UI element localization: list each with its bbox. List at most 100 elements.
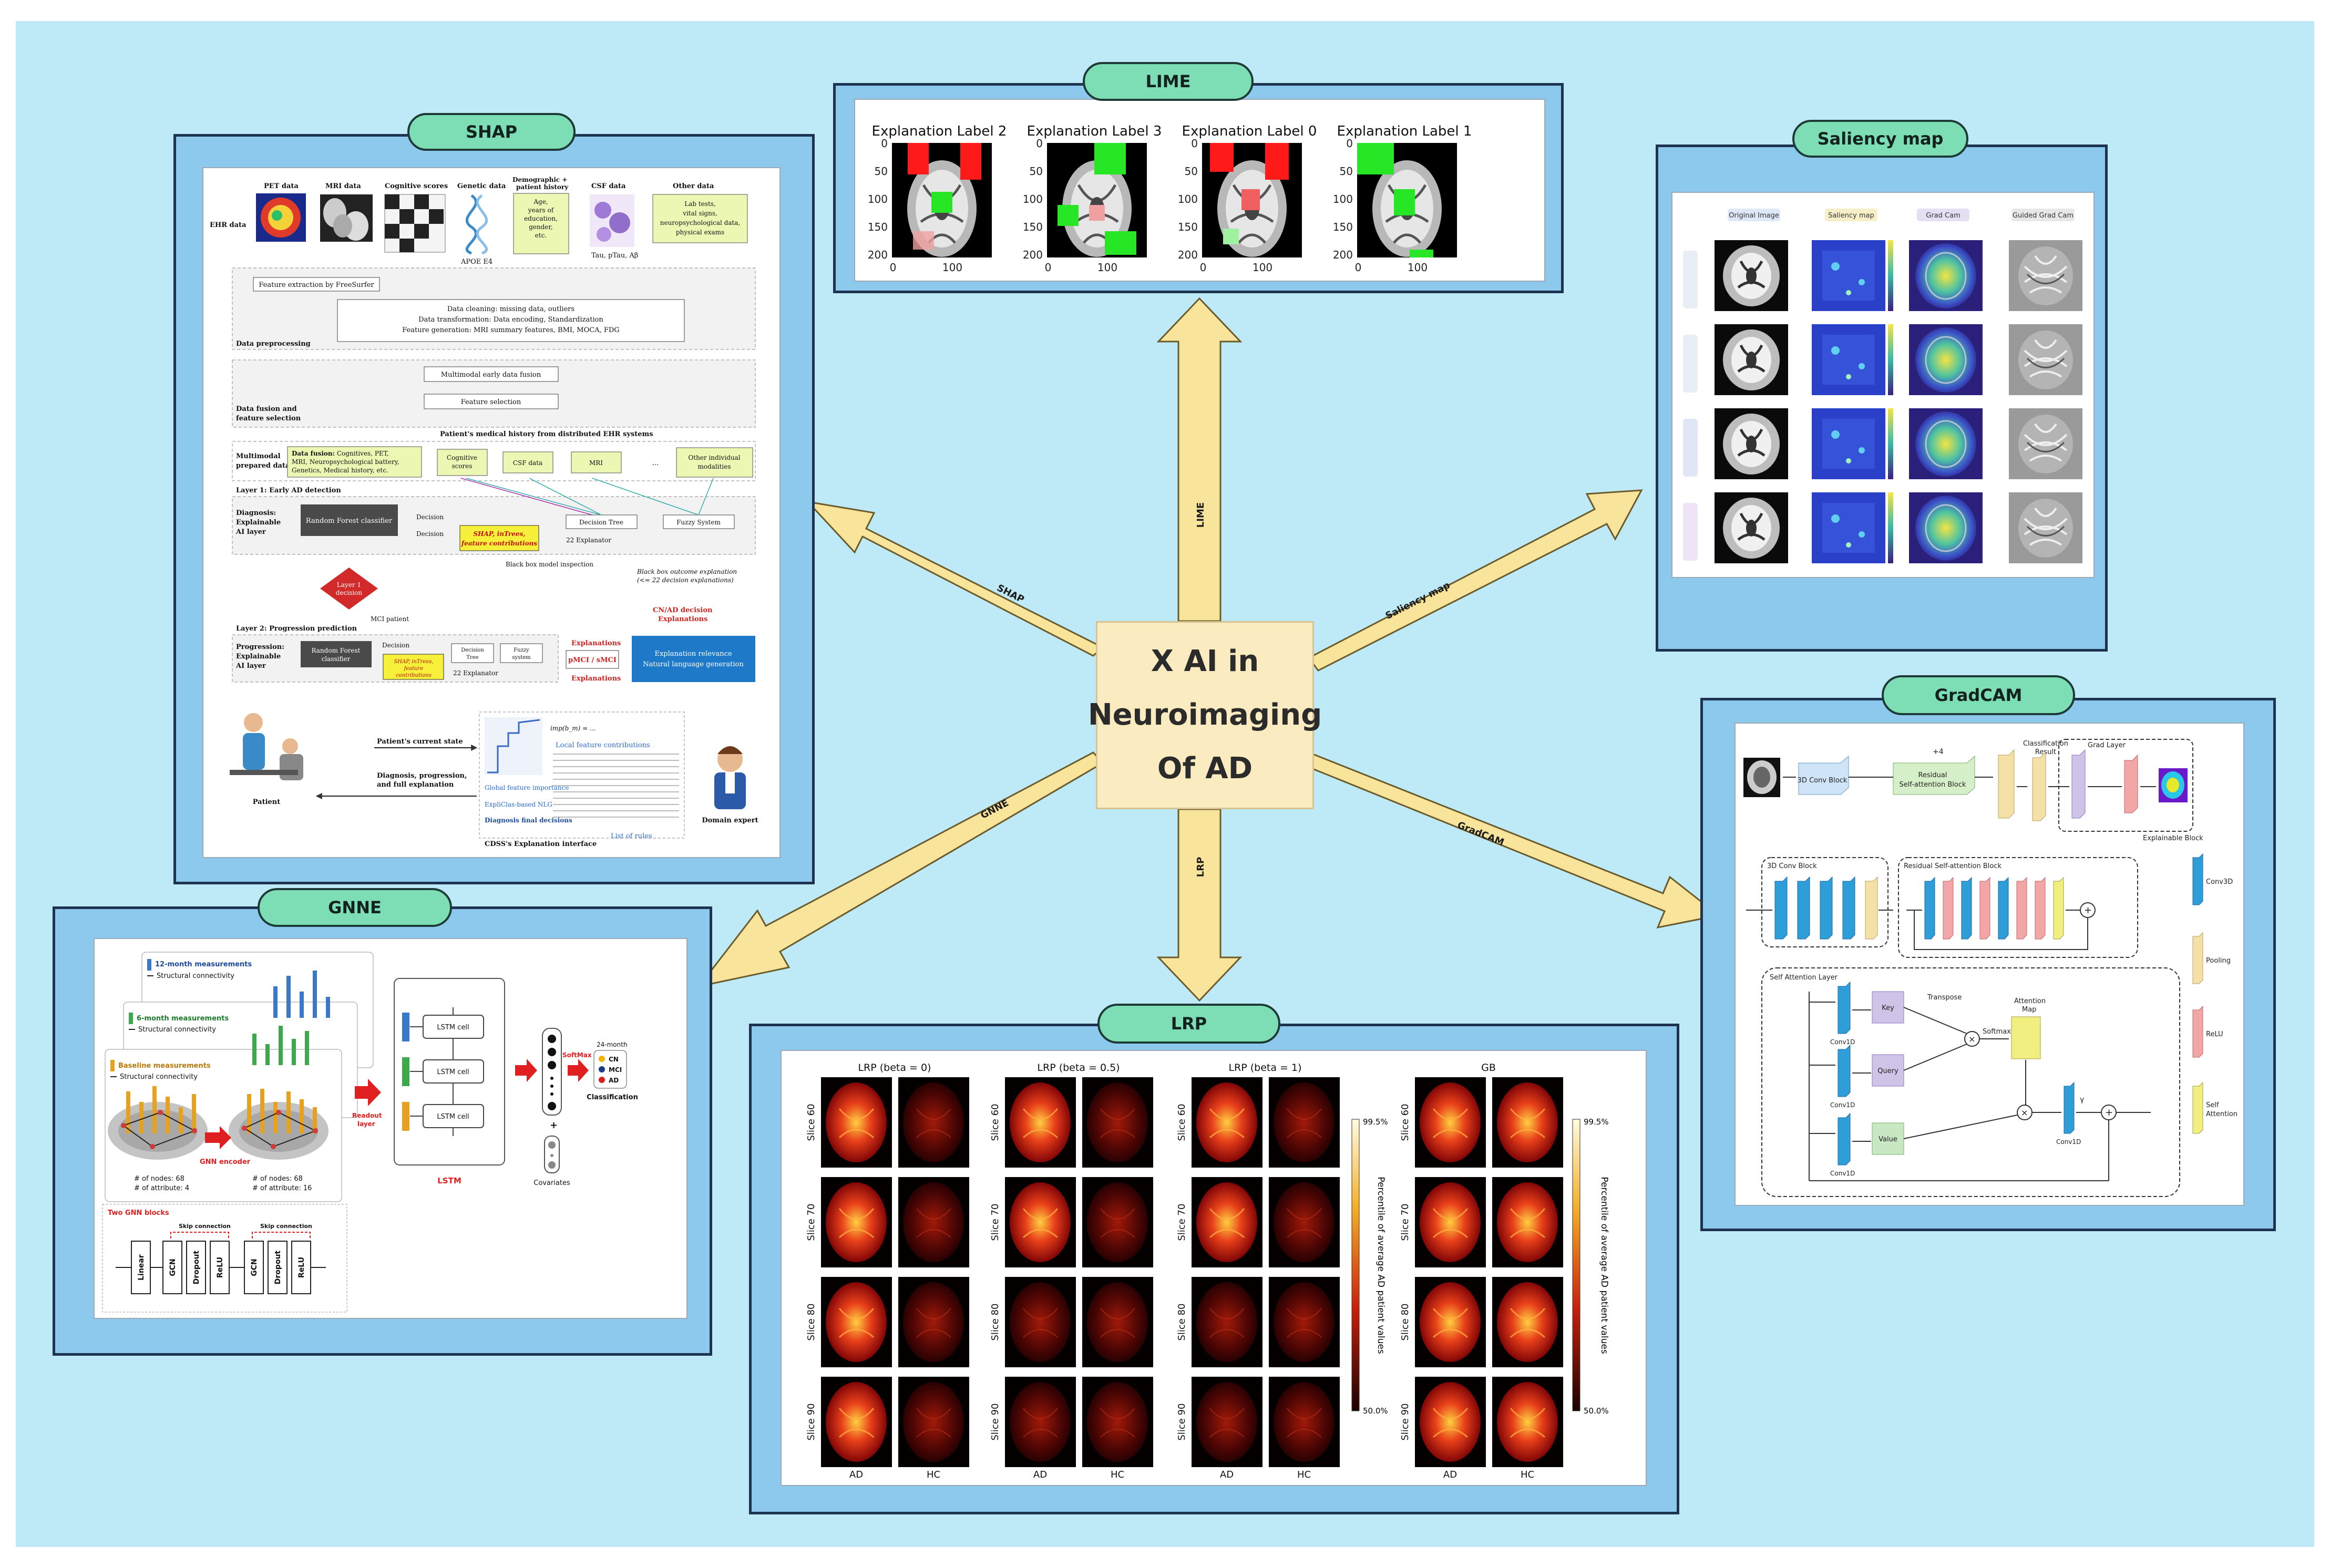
shap-final-decisions: Diagnosis final decisions xyxy=(485,817,572,824)
gradcam-conv1d-3: Conv1D xyxy=(1830,1170,1855,1177)
lime-ytick: 0 xyxy=(1036,137,1043,150)
lime-plots-svg: Explanation Label 2 Explanation Label 3 … xyxy=(868,123,1472,274)
lrp-slice-label: Slice 60 xyxy=(806,1103,817,1141)
gnne-nodes-1: # of nodes: 68 xyxy=(134,1175,184,1183)
lrp-cbar-top: 99.5% xyxy=(1584,1117,1609,1127)
shap-feature-extraction: Feature extraction by FreeSurfer xyxy=(259,281,374,289)
lime-plot-1-title: Explanation Label 2 xyxy=(872,123,1007,139)
arrow-lime xyxy=(1156,297,1243,622)
svg-text:Attention: Attention xyxy=(2014,997,2046,1005)
lime-ytick: 50 xyxy=(1340,165,1353,178)
svg-text:CN/AD decision: CN/AD decision xyxy=(653,606,713,614)
shap-source-csf: CSF data Tau, pTau, Aβ xyxy=(590,182,638,260)
svg-text:vital signs,: vital signs, xyxy=(682,210,717,217)
gradcam-attn-title: Self Attention Layer xyxy=(1770,974,1838,982)
arrow-saliency xyxy=(1307,489,1643,672)
lrp-slice-label: Slice 80 xyxy=(806,1303,817,1340)
arrow-shap xyxy=(805,500,1104,657)
svg-text:+: + xyxy=(2084,905,2092,916)
gradcam-legend-relu: ReLU xyxy=(2206,1030,2223,1038)
svg-text:Other data: Other data xyxy=(673,182,714,190)
arrow-gradcam xyxy=(1302,751,1721,929)
lime-plot-2-title: Explanation Label 3 xyxy=(1027,123,1162,139)
gnne-class-ad: AD xyxy=(609,1077,619,1084)
svg-text:Decision: Decision xyxy=(461,647,484,653)
gnne-legend-connectivity-2: Structural connectivity xyxy=(138,1026,216,1034)
lime-plot-3: Explanation Label 0 xyxy=(1182,123,1317,257)
lime-ytick: 0 xyxy=(1191,137,1198,150)
shap-prep-line-1: Data cleaning: missing data, outliers xyxy=(447,305,574,313)
svg-text:Data fusion and: Data fusion and xyxy=(236,405,297,413)
lrp-cbar-top: 99.5% xyxy=(1363,1117,1388,1127)
lrp-slice-label: Slice 60 xyxy=(990,1103,1001,1141)
svg-text:Tree: Tree xyxy=(466,655,478,661)
shap-black-box-inspection: Black box model inspection xyxy=(506,561,593,568)
lime-ytick: 50 xyxy=(1030,165,1043,178)
svg-text:physical exams: physical exams xyxy=(676,229,724,236)
gnne-class-cn: CN xyxy=(609,1056,619,1063)
lrp-cbar-label: Percentile of average AD patient values xyxy=(1599,1177,1609,1354)
svg-text:AI layer: AI layer xyxy=(235,662,266,670)
gnne-classification: Classification xyxy=(587,1094,638,1101)
svg-text:SHAP, inTrees,: SHAP, inTrees, xyxy=(473,530,525,538)
gradcam-architecture-svg: 3D Conv Block +4 Residual Self-attention… xyxy=(1743,739,2237,1197)
svg-text:Explanations: Explanations xyxy=(571,675,621,683)
svg-text:Self-attention Block: Self-attention Block xyxy=(1899,781,1966,789)
lime-xtick: 0 xyxy=(890,261,897,274)
lrp-col-label: HC xyxy=(927,1469,940,1480)
shap-ehr-label: EHR data xyxy=(210,221,247,229)
svg-text:+: + xyxy=(550,1120,558,1131)
shap-rules: List of rules xyxy=(611,832,652,840)
gradcam-conv1d-2: Conv1D xyxy=(1830,1101,1855,1109)
lrp-slice-label: Slice 70 xyxy=(990,1203,1001,1241)
lrp-slice-label: Slice 70 xyxy=(1176,1203,1187,1241)
svg-text:feature: feature xyxy=(404,666,424,672)
center-line-2: Neuroimaging xyxy=(1087,698,1322,732)
lrp-figure: LRP (beta = 0) LRP (beta = 0.5) LRP (bet… xyxy=(781,1050,1647,1486)
shap-rf-classifier: Random Forest classifier xyxy=(306,517,393,525)
gnne-covariates: Covariates xyxy=(533,1179,570,1187)
lrp-slice-label: Slice 60 xyxy=(1176,1103,1187,1141)
svg-text:Residual: Residual xyxy=(1918,771,1947,779)
svg-text:contributions: contributions xyxy=(396,673,432,678)
svg-text:Map: Map xyxy=(2022,1006,2036,1014)
gradcam-value: Value xyxy=(1879,1136,1897,1143)
svg-text:×: × xyxy=(2021,1108,2028,1118)
svg-text:Explanations: Explanations xyxy=(571,639,621,647)
lrp-group-4-title: GB xyxy=(1481,1062,1496,1074)
shap-title: SHAP xyxy=(407,113,576,151)
svg-text:Progression:: Progression: xyxy=(236,643,284,651)
gradcam-key: Key xyxy=(1882,1004,1894,1012)
svg-text:MRI data: MRI data xyxy=(325,182,361,190)
gradcam-grad-layer: Grad Layer xyxy=(2088,741,2126,749)
shap-local-features: Local feature contributions xyxy=(556,741,650,749)
svg-text:modalities: modalities xyxy=(697,463,731,470)
shap-fuzzy-system: Fuzzy System xyxy=(676,519,721,526)
svg-text:Diagnosis:: Diagnosis: xyxy=(236,509,276,517)
gnne-architecture-svg: 12-month measurements Structural connect… xyxy=(102,952,638,1313)
lime-ytick: 0 xyxy=(1346,137,1353,150)
shap-patient: Patient xyxy=(253,798,281,806)
gnne-encoder: GNN encoder xyxy=(200,1158,251,1166)
lrp-col-label: AD xyxy=(849,1469,863,1480)
gradcam-conv-block-title: 3D Conv Block xyxy=(1767,862,1817,870)
lrp-col-label: HC xyxy=(1297,1469,1311,1480)
lime-xtick: 0 xyxy=(1200,261,1207,274)
svg-text:SHAP, inTrees,: SHAP, inTrees, xyxy=(394,659,433,665)
gradcam-explainable-block: Explainable Block xyxy=(2143,834,2203,842)
gradcam-gamma: γ xyxy=(2080,1096,2084,1104)
gnne-legend-6month: 6-month measurements xyxy=(137,1015,229,1023)
svg-text:APOE E4: APOE E4 xyxy=(460,258,492,266)
svg-text:feature contributions: feature contributions xyxy=(461,540,537,547)
lrp-slice-label: Slice 90 xyxy=(806,1403,817,1440)
shap-source-demographic: Demographic + patient history Age,years … xyxy=(512,176,569,254)
svg-text:layer: layer xyxy=(357,1120,375,1128)
saliency-row-2 xyxy=(1683,324,2083,395)
lrp-grid-svg: LRP (beta = 0) LRP (beta = 0.5) LRP (bet… xyxy=(806,1062,1609,1480)
gnne-figure: 12-month measurements Structural connect… xyxy=(94,938,687,1319)
gnne-legend-baseline: Baseline measurements xyxy=(118,1062,211,1070)
lime-plot-4: Explanation Label 1 xyxy=(1337,123,1472,257)
saliency-col-gradcam: Grad Cam xyxy=(1926,212,1960,220)
svg-text:system: system xyxy=(512,655,531,661)
svg-text:PET data: PET data xyxy=(264,182,299,190)
